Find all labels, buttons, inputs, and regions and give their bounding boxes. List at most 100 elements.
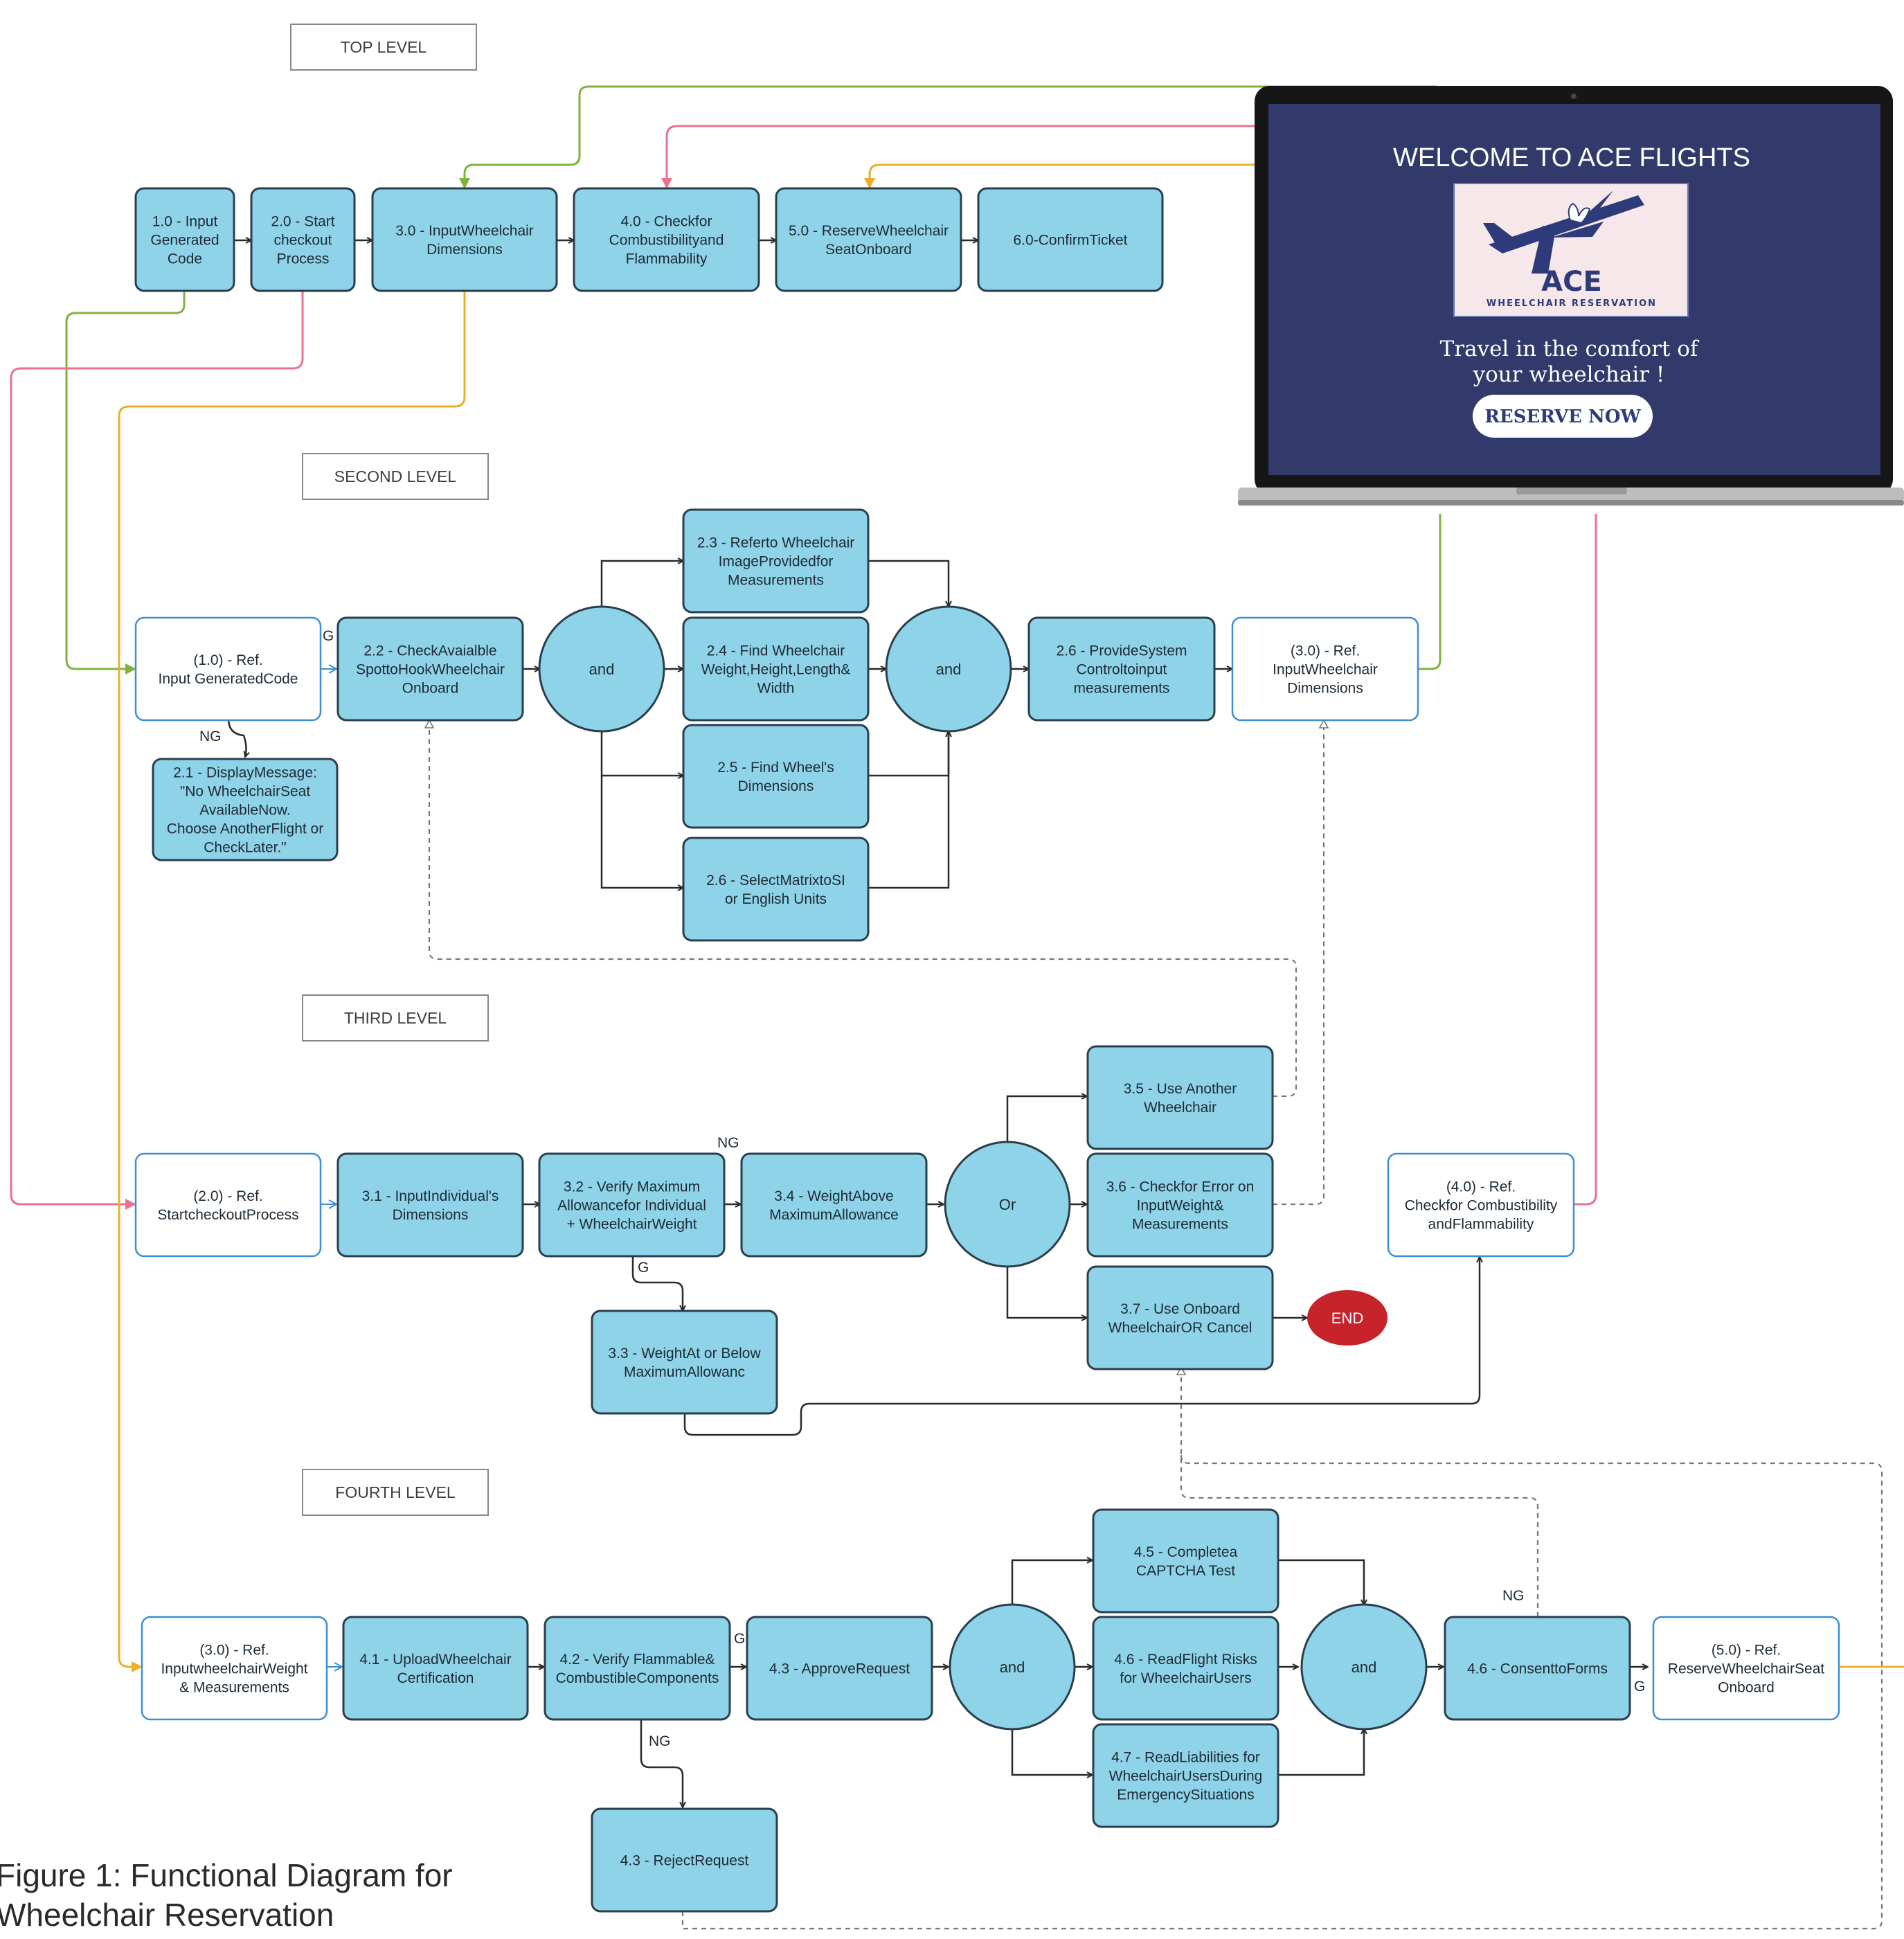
box-label: 2.5 - Find Wheel's bbox=[717, 760, 834, 776]
box-label: + WheelchairWeight bbox=[566, 1217, 697, 1233]
box-label: 4.2 - Verify Flammable& bbox=[559, 1652, 715, 1668]
and-junction-2a: and bbox=[538, 605, 665, 733]
green-connector-laptop-to-ref3 bbox=[1418, 514, 1442, 670]
box-label: Width bbox=[757, 681, 795, 697]
box-label: Weight,Height,Length& bbox=[701, 662, 851, 678]
box-label: CheckLater." bbox=[204, 840, 287, 856]
ref-arrows bbox=[321, 669, 342, 1667]
box-label: 4.7 - ReadLiabilities for bbox=[1111, 1750, 1260, 1766]
svg-text:G: G bbox=[323, 628, 334, 644]
box-n2-2: 2.2 - CheckAvaialbleSpottoHookWheelchair… bbox=[336, 616, 524, 722]
box-label: for WheelchairUsers bbox=[1120, 1670, 1251, 1686]
box-n6-0: 6.0-ConfirmTicket bbox=[977, 187, 1164, 292]
box-label: 3.6 - Checkfor Error on bbox=[1106, 1179, 1255, 1195]
box-label: measurements bbox=[1074, 681, 1170, 697]
flow-connectors bbox=[227, 240, 1648, 1807]
svg-text:your wheelchair !: your wheelchair ! bbox=[1473, 362, 1665, 387]
svg-text:TOP LEVEL: TOP LEVEL bbox=[341, 38, 427, 56]
box-label: InputWeight& bbox=[1137, 1198, 1224, 1214]
box-label: 6.0-ConfirmTicket bbox=[1014, 233, 1128, 249]
box-label: (3.0) - Ref. bbox=[1291, 643, 1360, 659]
svg-text:THIRD LEVEL: THIRD LEVEL bbox=[344, 1009, 447, 1027]
box-label: Process bbox=[277, 251, 330, 267]
box-label: andFlammability bbox=[1428, 1217, 1534, 1233]
box-label: Onboard bbox=[1718, 1680, 1775, 1696]
box-label: ImageProvidedfor bbox=[719, 554, 834, 570]
svg-text:G: G bbox=[734, 1631, 745, 1647]
box-label: & Measurements bbox=[179, 1680, 289, 1696]
box-n3-6: 3.6 - Checkfor Error onInputWeight&Measu… bbox=[1086, 1152, 1274, 1258]
and-junction-2b: and bbox=[885, 605, 1012, 733]
box-label: Checkfor Combustibility bbox=[1405, 1198, 1558, 1214]
box-label: Dimensions bbox=[738, 778, 814, 794]
box-label: CombustibleComponents bbox=[556, 1670, 719, 1686]
box-label: CAPTCHA Test bbox=[1136, 1563, 1235, 1579]
svg-text:NG: NG bbox=[1502, 1588, 1525, 1604]
green-connector-code-to-ref bbox=[65, 291, 186, 674]
box-label: 4.5 - Completea bbox=[1134, 1544, 1238, 1560]
box-n2-1: 2.1 - DisplayMessage:"No WheelchairSeatA… bbox=[152, 758, 339, 861]
orange-connector-top bbox=[864, 163, 1257, 189]
ace-logo: ACE WHEELCHAIR RESERVATION bbox=[1453, 183, 1689, 317]
box-n2-0: 2.0 - StartcheckoutProcess bbox=[250, 187, 356, 292]
and-junction-4a: and bbox=[949, 1603, 1076, 1731]
box-label: Allowancefor Individual bbox=[557, 1198, 706, 1214]
box-label: Dimensions bbox=[426, 242, 503, 258]
airplane-icon bbox=[1483, 190, 1644, 274]
or-junction-3: Or bbox=[944, 1141, 1071, 1268]
box-label: 4.0 - Checkfor bbox=[621, 214, 712, 230]
box-n2-6b: 2.6 - ProvideSystemControltoinputmeasure… bbox=[1027, 616, 1216, 722]
box-label: 3.0 - InputWheelchair bbox=[395, 223, 534, 239]
box-label: Choose AnotherFlight or bbox=[167, 821, 323, 837]
laptop-welcome-title: WELCOME TO ACE FLIGHTS bbox=[1393, 143, 1750, 172]
box-ref-1-0: (1.0) - Ref. Input GeneratedCode bbox=[134, 616, 322, 722]
svg-text:and: and bbox=[1351, 1659, 1377, 1676]
svg-text:Wheelchair Reservation: Wheelchair Reservation bbox=[0, 1897, 334, 1933]
svg-text:NG: NG bbox=[199, 729, 222, 744]
end-terminal: END bbox=[1307, 1290, 1387, 1346]
box-label: MaximumAllowance bbox=[769, 1207, 899, 1223]
level-label-third: THIRD LEVEL bbox=[302, 994, 489, 1042]
pink-connector-top bbox=[661, 125, 1257, 189]
svg-text:and: and bbox=[936, 661, 962, 678]
box-label: EmergencySituations bbox=[1117, 1787, 1254, 1803]
colored-connectors bbox=[10, 85, 1904, 1672]
box-label: Flammability bbox=[626, 251, 708, 267]
box-label: Wheelchair bbox=[1144, 1100, 1216, 1116]
box-label: (1.0) - Ref. bbox=[193, 652, 262, 668]
figure-caption: Figure 1: Functional Diagram for Wheelch… bbox=[0, 1857, 453, 1933]
box-label: Input GeneratedCode bbox=[159, 671, 298, 687]
orange-connector-dim-to-ref bbox=[118, 291, 466, 1672]
reserve-now-button[interactable]: RESERVE NOW bbox=[1473, 395, 1653, 438]
dashed-feedback-connectors bbox=[429, 720, 1883, 1930]
svg-text:G: G bbox=[638, 1260, 649, 1276]
box-label: WheelchairUsersDuring bbox=[1109, 1769, 1263, 1785]
box-n2-4: 2.4 - Find WheelchairWeight,Height,Lengt… bbox=[682, 616, 870, 722]
svg-text:Or: Or bbox=[999, 1196, 1016, 1213]
box-label: SeatOnboard bbox=[825, 242, 912, 258]
box-label: Generated bbox=[150, 233, 219, 249]
box-label: "No WheelchairSeat bbox=[180, 784, 311, 800]
box-label: 4.1 - UploadWheelchair bbox=[359, 1652, 511, 1668]
box-label: 3.4 - WeightAbove bbox=[774, 1188, 893, 1204]
svg-text:END: END bbox=[1331, 1310, 1363, 1327]
box-n4-6a: 4.6 - ReadFlight Risks for WheelchairUser… bbox=[1092, 1616, 1279, 1721]
level-label-top: TOP LEVEL bbox=[290, 24, 477, 71]
laptop-mockup: WELCOME TO ACE FLIGHTS ACE WHEELCHAIR RE… bbox=[1238, 86, 1904, 506]
level-label-fourth: FOURTH LEVEL bbox=[302, 1469, 489, 1516]
box-label: 4.6 - ReadFlight Risks bbox=[1114, 1652, 1257, 1668]
box-ref-3-0-b: (3.0) - Ref.InputwheelchairWeight& Measu… bbox=[141, 1616, 328, 1721]
box-label: 3.2 - Verify Maximum bbox=[564, 1179, 700, 1195]
box-label: 2.1 - DisplayMessage: bbox=[173, 765, 317, 781]
box-label: 2.6 - SelectMatrixtoSI bbox=[706, 873, 845, 888]
level-label-second: SECOND LEVEL bbox=[302, 453, 489, 500]
box-label: Certification bbox=[397, 1670, 474, 1686]
svg-text:NG: NG bbox=[717, 1135, 739, 1151]
